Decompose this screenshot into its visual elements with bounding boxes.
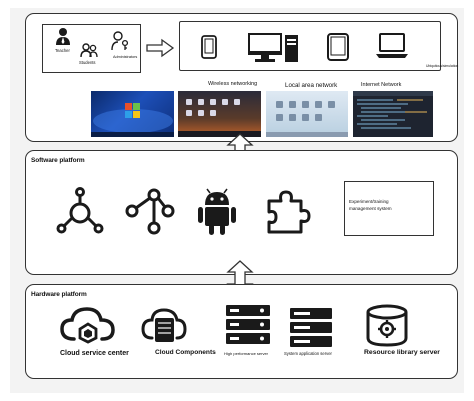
- lan-desktop-thumbnail: [266, 91, 348, 137]
- high-performance-server-icon: [226, 305, 270, 344]
- cloud-components-icon: [141, 308, 187, 342]
- hardware-label-cloud-service: Cloud service center: [60, 350, 129, 357]
- hardware-label-cloud-components: Cloud Components: [155, 349, 216, 356]
- administrators-label: Administrators: [113, 55, 138, 59]
- puzzle-plugin-icon: [267, 190, 311, 234]
- hardware-label-high-performance-server: High performance server: [224, 351, 269, 356]
- hardware-label-resource-library-server: Resource library server: [364, 349, 440, 356]
- resource-library-server-icon: [366, 304, 408, 347]
- internet-desktop-thumbnail: [353, 91, 433, 137]
- mobile-desktop-thumbnail: [178, 91, 261, 137]
- hardware-platform-title: Hardware platform: [31, 291, 87, 298]
- hardware-label-system-application-server: System application server: [284, 351, 332, 356]
- hub-icon: [56, 187, 104, 234]
- cloud-service-icon: [60, 307, 115, 344]
- android-icon: [198, 188, 236, 235]
- administrators-icon: [111, 31, 129, 51]
- laptop-icon: [376, 33, 408, 58]
- terminal-devices-box: [179, 21, 441, 71]
- windows-desktop-thumbnail: [91, 91, 174, 137]
- system-application-server-icon: [290, 308, 332, 347]
- teacher-label: Teacher: [55, 48, 70, 53]
- management-system-label: Experiment/training management system: [349, 199, 392, 211]
- desktop-computer-icon: [248, 33, 298, 62]
- teacher-icon: [56, 28, 70, 45]
- tablet-device-icon: [327, 33, 349, 61]
- network-label-wireless: Wireless networking: [208, 81, 258, 87]
- students-icon: [80, 43, 98, 58]
- network-label-lan: Local area network: [285, 82, 338, 89]
- right-arrow: [146, 38, 175, 58]
- tablet-icon: [201, 35, 217, 59]
- network-label-internet: Internet Network: [361, 82, 402, 88]
- management-system-box: Experiment/training management system: [344, 181, 434, 236]
- software-platform-title: Software platform: [31, 157, 85, 164]
- students-label: Students: [79, 60, 96, 65]
- branch-icon: [125, 188, 175, 235]
- terminals-tag: Ubiquitous/simulation: [426, 64, 459, 68]
